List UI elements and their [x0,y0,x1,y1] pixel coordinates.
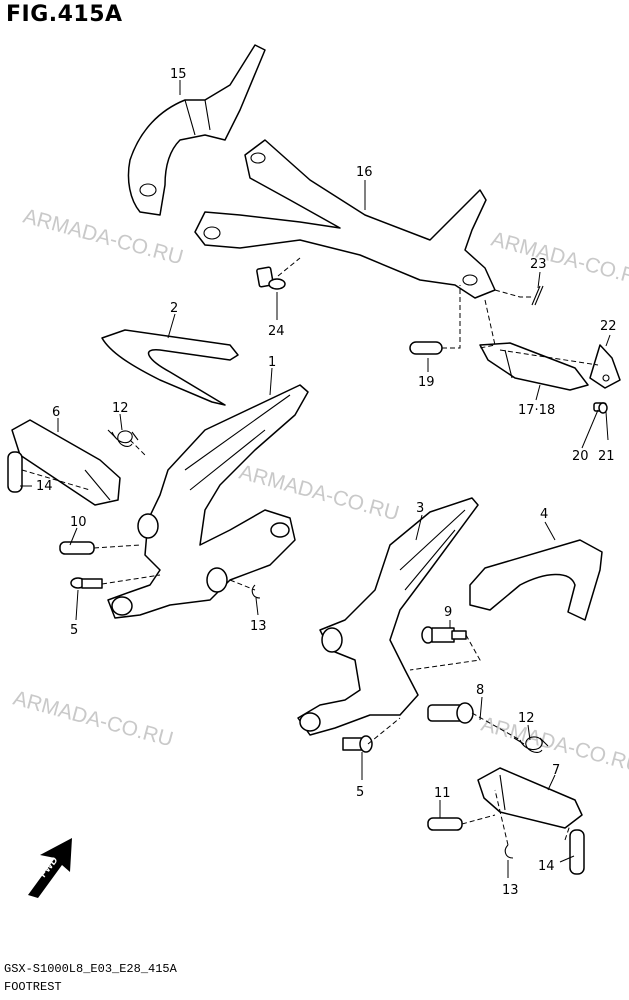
assembly-lines [21,257,599,846]
part-10-pin [59,541,95,555]
callout-labels: 15 16 2 23 22 24 19 17·18 1 21 20 6 12 1… [36,67,617,898]
callout-11: 11 [434,786,451,801]
callout-9: 9 [444,605,452,620]
part-22-plate [589,344,621,389]
figure-name: FOOTREST [4,980,62,994]
part-20-21-small-parts [593,402,608,414]
callout-12-upper: 12 [112,401,129,416]
part-7-front-peg-right [477,767,583,829]
part-9-bolt [421,626,467,644]
callout-4: 4 [540,507,548,522]
callout-17-18: 17·18 [518,403,555,418]
callout-23: 23 [530,257,547,272]
watermark-2: ARMADA-CO.RU [489,228,629,293]
part-16-rear-bracket [194,139,496,299]
part-3-rear-bracket [297,497,479,736]
part-15-bracket [127,44,266,216]
figure-title: FIG.415A [6,2,123,27]
leader-lines [20,80,611,878]
part-13-clip-upper [251,584,261,599]
callout-14-lower: 14 [538,859,555,874]
callout-5-upper: 5 [70,623,78,638]
part-14-pin-lower [569,829,585,875]
fwd-arrow-icon: FWD [28,838,72,898]
callout-1: 1 [268,355,276,370]
part-2-heel-guard [101,329,239,406]
callout-19: 19 [418,375,435,390]
callout-7: 7 [552,763,560,778]
part-23-pin [531,285,544,306]
callout-3: 3 [416,501,424,516]
part-11-pin [427,817,463,831]
callout-21: 21 [598,449,615,464]
part-12-spring-upper [107,429,139,447]
part-13-clip-lower [504,844,514,859]
callout-10: 10 [70,515,87,530]
part-14-pin-upper [7,451,23,493]
callout-6: 6 [52,405,60,420]
part-8-pivot [427,702,474,724]
callout-8: 8 [476,683,484,698]
part-4-heel-guard [469,539,603,621]
callout-2: 2 [170,301,178,316]
watermark-4: ARMADA-CO.RU [11,687,176,752]
callout-22: 22 [600,319,617,334]
part-24-bolt [256,266,286,290]
part-1-front-bracket [107,384,309,619]
callout-12-lower: 12 [518,711,535,726]
callout-15: 15 [170,67,187,82]
part-5-bolt-upper [70,577,103,589]
callout-20: 20 [572,449,589,464]
figure-code: GSX-S1000L8_E03_E28_415A [4,962,177,976]
part-17-18-rear-peg [479,342,589,391]
callout-24: 24 [268,324,285,339]
callout-16: 16 [356,165,373,180]
part-12-spring-lower [513,736,549,753]
part-19-pin [409,341,443,355]
callout-14-upper: 14 [36,479,53,494]
callout-5-lower: 5 [356,785,364,800]
callout-13-upper: 13 [250,619,267,634]
callout-13-lower: 13 [502,883,519,898]
part-5-bolt-lower [342,735,373,753]
part-6-front-peg [11,419,121,506]
